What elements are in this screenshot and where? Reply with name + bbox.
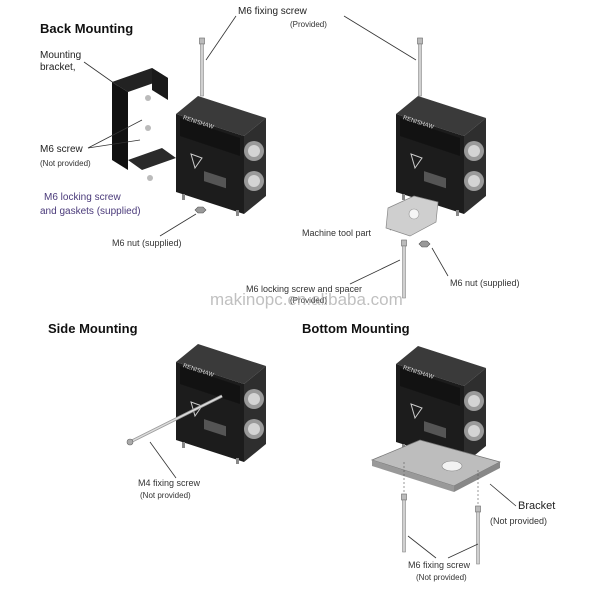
watermark: makinopc.en.alibaba.com xyxy=(210,290,403,309)
heading-side-mounting: Side Mounting xyxy=(48,321,138,336)
label-m4-fixing-screw-note: (Not provided) xyxy=(140,491,191,500)
sensor-unit-left xyxy=(175,95,267,217)
label-m6-locking-spacer: M6 locking screw and spacer xyxy=(246,284,363,294)
label-bracket: Bracket xyxy=(518,500,556,512)
bracket-plate xyxy=(370,439,502,492)
label-m6-screw-note: (Not provided) xyxy=(40,159,91,168)
label-machine-tool-part: Machine tool part xyxy=(302,228,372,238)
m6-screw-top-left xyxy=(199,37,205,97)
label-bracket-note: (Not provided) xyxy=(490,516,548,526)
label-m6-locking-screw-1: M6 locking screw xyxy=(44,192,121,203)
label-m6-nut-right: M6 nut (supplied) xyxy=(450,278,520,288)
label-mounting-bracket-1: Mounting xyxy=(40,50,82,61)
label-m6-fixing-screw-top-note: (Provided) xyxy=(290,20,327,29)
machine-tool-part xyxy=(385,195,439,237)
label-m6-locking-screw-2: and gaskets (supplied) xyxy=(40,206,141,217)
m6-fixing-screw-bottom-right xyxy=(475,505,481,565)
sensor-unit-side xyxy=(175,343,267,465)
m6-nut-right xyxy=(418,240,431,248)
mounting-bracket xyxy=(112,68,176,181)
label-m6-nut-left: M6 nut (supplied) xyxy=(112,238,182,248)
label-m6-fixing-screw-top: M6 fixing screw xyxy=(238,6,307,17)
m6-fixing-screw-bottom-left xyxy=(401,493,407,553)
label-mounting-bracket-2: bracket, xyxy=(40,62,76,73)
m4-fixing-screw xyxy=(126,394,223,446)
heading-back-mounting: Back Mounting xyxy=(40,21,134,36)
label-m4-fixing-screw: M4 fixing screw xyxy=(138,478,201,488)
m6-screw-top-right xyxy=(417,37,423,97)
leader-line-m4 xyxy=(149,441,177,479)
leader-lines-bottom xyxy=(407,483,517,559)
label-m6-fixing-screw-bottom: M6 fixing screw xyxy=(408,560,471,570)
m6-nut-left xyxy=(194,206,207,214)
label-m6-screw: M6 screw xyxy=(40,144,83,155)
label-m6-locking-spacer-note: (Provided) xyxy=(290,296,327,305)
leader-lines-back xyxy=(83,15,449,285)
label-m6-fixing-screw-bottom-note: (Not provided) xyxy=(416,573,467,582)
heading-bottom-mounting: Bottom Mounting xyxy=(302,321,410,336)
